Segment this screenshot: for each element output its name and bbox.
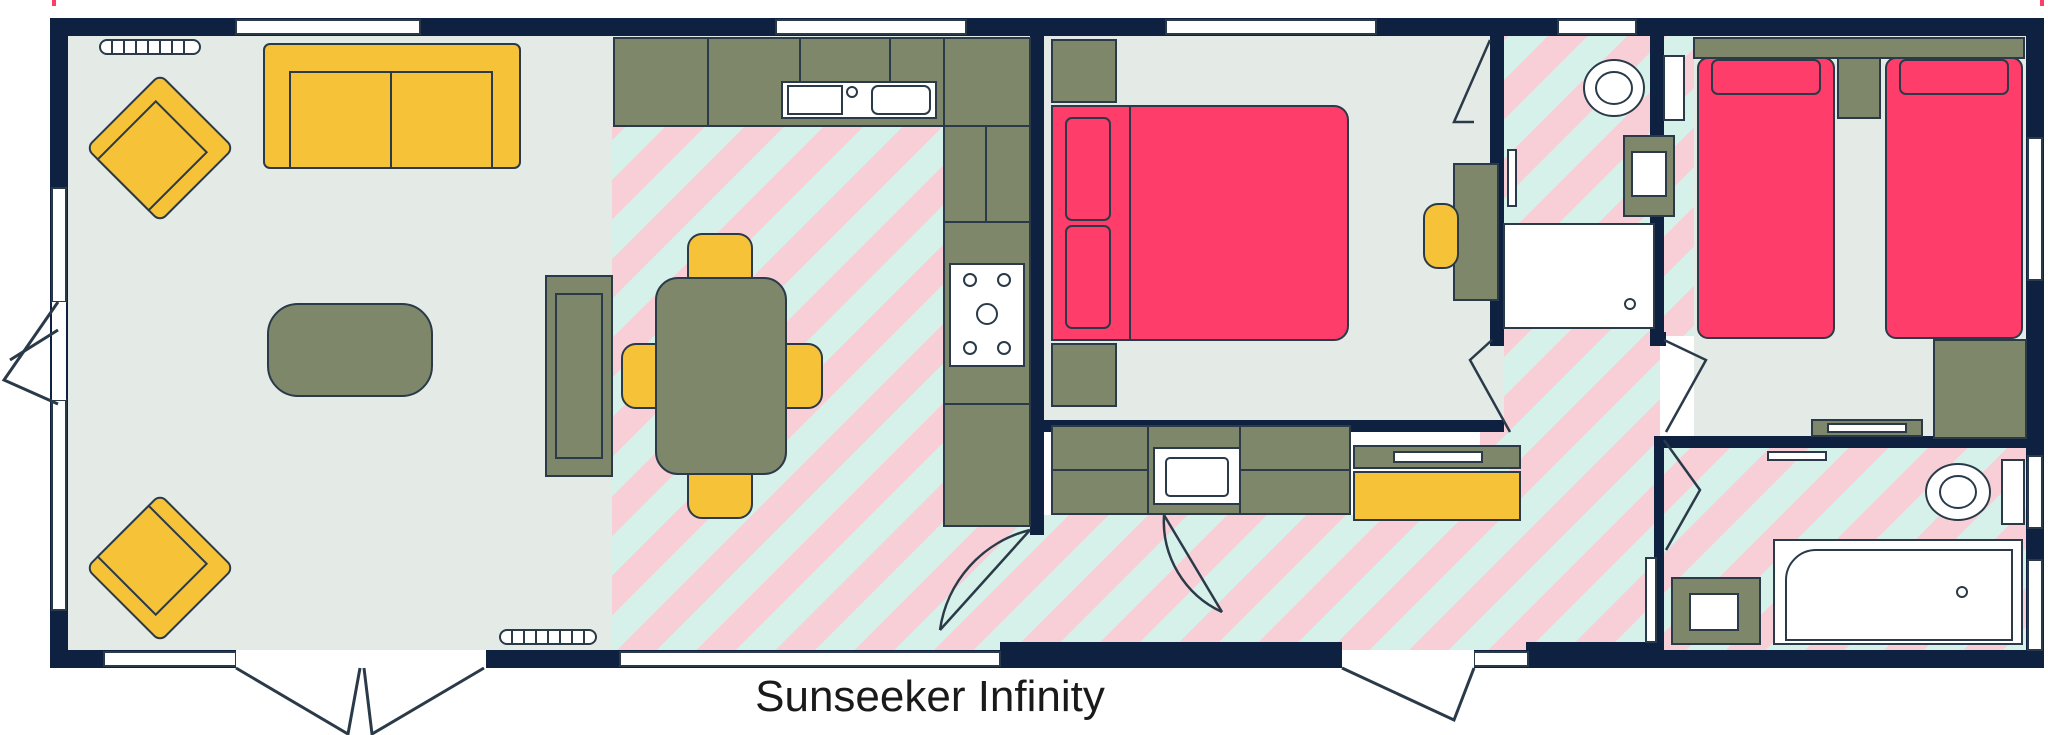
bathtub bbox=[1773, 539, 2023, 645]
armchair-top bbox=[88, 76, 232, 220]
double-bed bbox=[1051, 105, 1349, 341]
exterior-door-left[interactable] bbox=[1, 301, 66, 406]
towel-rail-bathroom bbox=[1767, 451, 1827, 461]
interior-doors[interactable] bbox=[938, 39, 1708, 631]
hob bbox=[949, 263, 1025, 367]
exterior-door-bottom-left[interactable] bbox=[235, 650, 486, 735]
edge-mark-right bbox=[2040, 0, 2044, 6]
headboard-shelf bbox=[1693, 37, 2025, 119]
dining-table bbox=[655, 277, 787, 475]
edge-mark-left bbox=[52, 0, 56, 6]
dressing-table bbox=[1423, 163, 1499, 301]
kitchen-sink bbox=[781, 81, 937, 119]
hallway-basin bbox=[1153, 447, 1241, 505]
exterior-door-bottom-right[interactable] bbox=[1341, 650, 1476, 723]
ensuite-toilet bbox=[1583, 55, 1685, 121]
single-bed-left bbox=[1697, 57, 1835, 339]
plan-title: Sunseeker Infinity bbox=[755, 672, 1105, 721]
coffee-table bbox=[267, 303, 433, 397]
shower-tray bbox=[1503, 223, 1655, 329]
radiator-bottom bbox=[499, 629, 597, 645]
towel-rail-ensuite bbox=[1507, 149, 1517, 207]
windows bbox=[51, 19, 2043, 667]
wardrobe-main-bedroom-right bbox=[1353, 445, 1521, 521]
sofa bbox=[263, 43, 521, 169]
hallway-floor-stripes bbox=[1032, 515, 1660, 650]
armchair-bottom bbox=[88, 496, 232, 640]
bathroom-toilet bbox=[1925, 459, 2025, 525]
bathroom-basin bbox=[1671, 577, 1761, 645]
twin-bedroom-radiator bbox=[1811, 419, 1923, 437]
radiator-top bbox=[99, 39, 201, 55]
twin-bedroom-wardrobe bbox=[1933, 339, 2027, 439]
bedside-tables bbox=[1051, 39, 1117, 407]
ensuite-basin bbox=[1623, 135, 1675, 217]
tv-unit bbox=[545, 275, 613, 477]
single-bed-right bbox=[1885, 57, 2023, 339]
door-stop bbox=[1645, 557, 1657, 643]
